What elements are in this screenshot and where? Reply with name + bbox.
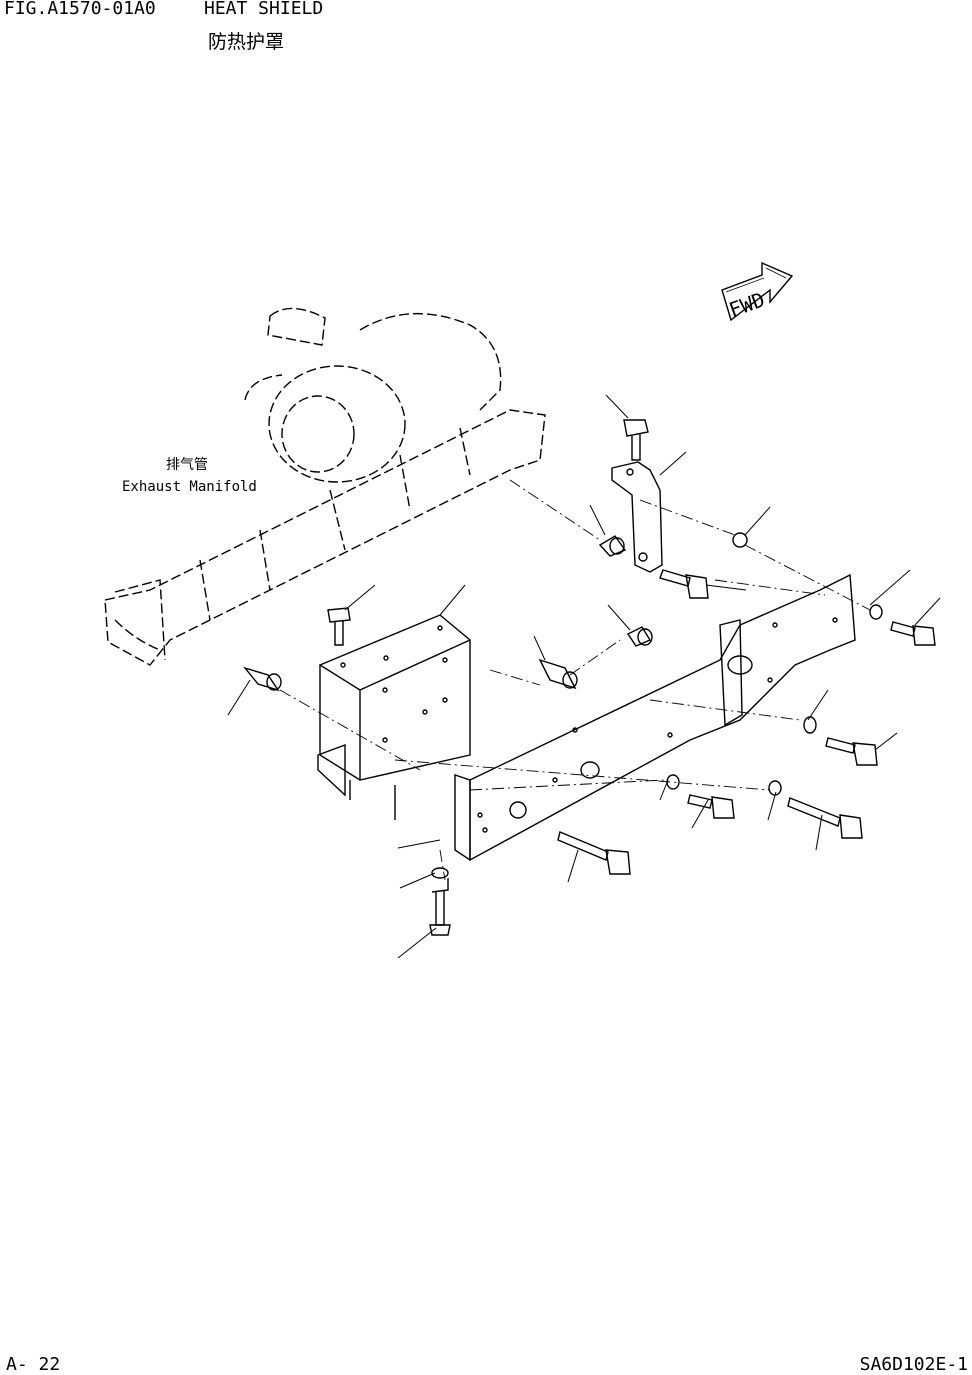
exhaust-manifold-outline <box>105 410 545 665</box>
document-code: SA6D102E-1 <box>859 1354 968 1375</box>
bolts <box>328 420 935 935</box>
heat-shield-plate <box>455 575 855 860</box>
assembly-center-lines <box>280 480 870 880</box>
fwd-label: FWD <box>726 287 768 322</box>
exhaust-manifold-label: Exhaust Manifold <box>122 479 257 495</box>
turbocharger-outline <box>245 308 501 482</box>
figure-title-chinese: 防热护罩 <box>208 31 285 53</box>
exhaust-manifold-label-chinese: 排气管 <box>166 457 208 473</box>
fwd-arrow-icon: FWD <box>722 263 792 322</box>
upper-bracket <box>612 462 662 572</box>
spacer-collars <box>245 533 882 690</box>
page-number: A- 22 <box>6 1354 61 1375</box>
figure-code: FIG.A1570-01A0 <box>4 0 156 19</box>
side-shield-box <box>318 615 470 820</box>
leader-lines <box>228 395 940 958</box>
figure-title: HEAT SHIELD <box>204 0 324 19</box>
washers <box>432 717 816 878</box>
